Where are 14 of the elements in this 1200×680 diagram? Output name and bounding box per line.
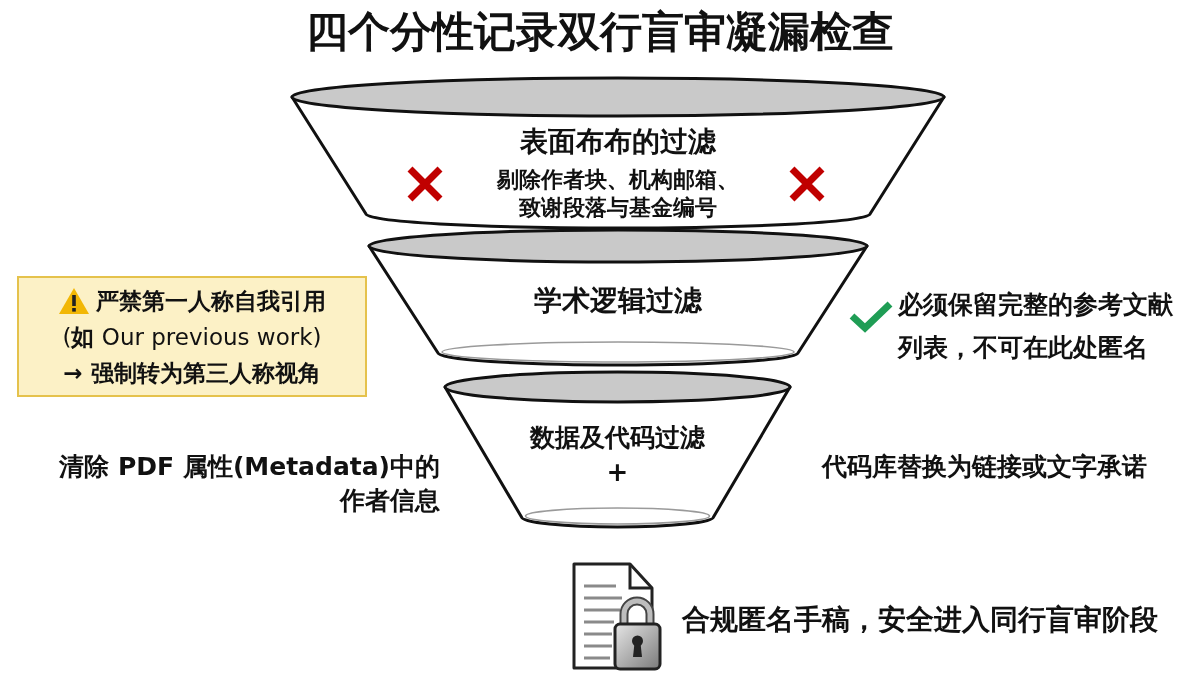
plus-sign: + xyxy=(606,456,629,489)
note-box xyxy=(17,276,367,397)
warning-text: 严禁第一人称自我引用 xyxy=(96,286,326,316)
tier-title: 数据及代码过滤 xyxy=(530,422,705,454)
example-text: (如 Our previous work) xyxy=(62,322,322,352)
tier-title: 学术逻辑过滤 xyxy=(534,283,702,318)
note-text: 清除 PDF 属性(Metadata)中的作者信息 xyxy=(58,451,440,517)
instruction-text: → 强制转为第三人称视角 xyxy=(63,358,321,388)
note-text: 代码库替换为链接或文字承诺 xyxy=(822,451,1147,483)
diagram-title: 四个分性记录双行盲审凝漏检查 xyxy=(306,6,894,58)
tier-description: 剔除作者块、机构邮箱、致谢段落与基金编号 xyxy=(496,166,740,221)
result-text: 合规匿名手稿，安全进入同行盲审阶段 xyxy=(682,602,1158,638)
note-text: 必须保留完整的参考文献列表，不可在此处匿名 xyxy=(898,289,1173,364)
tier-title: 表面布布的过滤 xyxy=(520,124,716,159)
